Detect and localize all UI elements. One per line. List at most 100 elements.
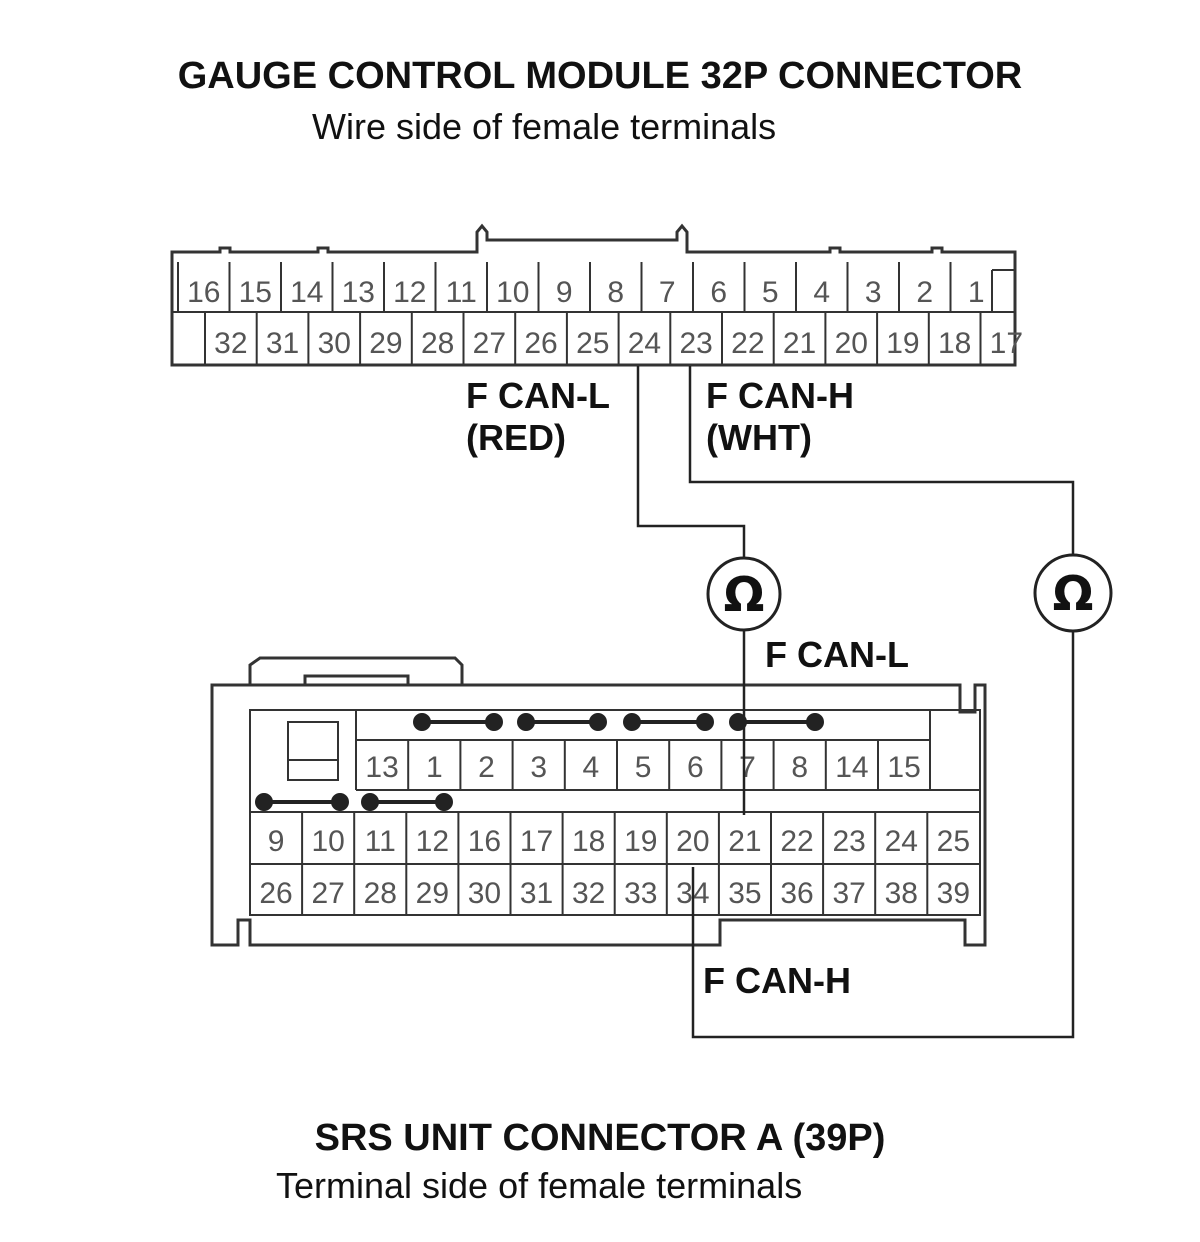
can-l-color-label: (RED) xyxy=(466,417,566,458)
bottom-row3-pin-29: 29 xyxy=(416,877,449,910)
bottom-row1-dividers xyxy=(407,740,879,790)
bottom-row1-pin-13: 13 xyxy=(365,751,398,784)
top-row1-pin-10: 10 xyxy=(496,276,529,309)
top-row1-pin-11: 11 xyxy=(446,276,477,309)
top-row2-pin-28: 28 xyxy=(421,327,454,360)
bottom-row3-dividers xyxy=(301,864,929,915)
top-row1-pin-9: 9 xyxy=(556,276,573,309)
bottom-row2-dividers xyxy=(301,812,929,864)
can-l-top-label: F CAN-L xyxy=(466,375,610,416)
bottom-row2-pin-17: 17 xyxy=(520,825,553,858)
bottom-row2-pin-20: 20 xyxy=(676,825,709,858)
top-row1-pin-5: 5 xyxy=(762,276,779,309)
bottom-row1-pin-3: 3 xyxy=(530,751,547,784)
top-row2-pin-24: 24 xyxy=(628,327,661,360)
top-row2-pin-29: 29 xyxy=(369,327,402,360)
top-row2-pin-26: 26 xyxy=(524,327,557,360)
bottom-row2-pin-23: 23 xyxy=(832,825,865,858)
top-row2-pin-32: 32 xyxy=(214,327,247,360)
bottom-connector-latch-inner xyxy=(303,674,410,685)
bottom-connector-subtitle: Terminal side of female terminals xyxy=(276,1165,803,1206)
bottom-row3-pin-32: 32 xyxy=(572,877,605,910)
bottom-row2-pin-22: 22 xyxy=(780,825,813,858)
bottom-row2-pin-12: 12 xyxy=(416,825,449,858)
can-l-bottom-label: F CAN-L xyxy=(765,634,909,675)
top-row1-pin-12: 12 xyxy=(393,276,426,309)
can-h-test-lead xyxy=(688,366,1075,555)
top-connector-subtitle: Wire side of female terminals xyxy=(312,106,777,147)
top-row2-pin-22: 22 xyxy=(731,327,764,360)
bottom-row2-pin-16: 16 xyxy=(468,825,501,858)
top-row2-pin-19: 19 xyxy=(886,327,919,360)
bottom-row3-pin-35: 35 xyxy=(728,877,761,910)
ohmmeter-can-h: Ω xyxy=(1033,553,1113,633)
bottom-row1-pin-7: 7 xyxy=(739,751,756,784)
top-row1-pin-13: 13 xyxy=(342,276,375,309)
top-row1-pin-2: 2 xyxy=(916,276,933,309)
bottom-row3-pin-38: 38 xyxy=(885,877,918,910)
top-row2-pin-18: 18 xyxy=(938,327,971,360)
shorting-bars xyxy=(255,713,824,811)
bottom-row3-pin-39: 39 xyxy=(937,877,970,910)
bottom-row1-pin-8: 8 xyxy=(791,751,808,784)
top-row2-pin-21: 21 xyxy=(783,327,816,360)
top-connector-grid xyxy=(172,269,1015,365)
bottom-row3-pin-28: 28 xyxy=(364,877,397,910)
bottom-row2-pin-24: 24 xyxy=(885,825,918,858)
bottom-row3-pin-31: 31 xyxy=(520,877,553,910)
bottom-row2-pin-18: 18 xyxy=(572,825,605,858)
top-row1-pin-7: 7 xyxy=(659,276,676,309)
can-h-probe-lead xyxy=(691,631,1075,1039)
top-row1-pin-15: 15 xyxy=(239,276,272,309)
top-row2-pin-20: 20 xyxy=(835,327,868,360)
can-l-test-lead xyxy=(636,366,746,558)
top-row2-pin-25: 25 xyxy=(576,327,609,360)
bottom-row1-pin-14: 14 xyxy=(835,751,868,784)
bottom-row3-pin-36: 36 xyxy=(780,877,813,910)
top-row2-pin-31: 31 xyxy=(266,327,299,360)
bottom-row2-pin-19: 19 xyxy=(624,825,657,858)
test-leads xyxy=(636,366,1075,1039)
can-h-bottom-label: F CAN-H xyxy=(703,960,851,1001)
top-row2-dividers xyxy=(255,312,982,365)
bottom-row2-pin-10: 10 xyxy=(311,825,344,858)
top-row1-pin-14: 14 xyxy=(290,276,323,309)
ohmmeter-can-l: Ω xyxy=(706,556,782,632)
bottom-row2-pin-11: 11 xyxy=(365,825,396,858)
bottom-row1-pin-5: 5 xyxy=(635,751,652,784)
bottom-row3-pin-37: 37 xyxy=(832,877,865,910)
bottom-row1-pin-2: 2 xyxy=(478,751,495,784)
can-h-color-label: (WHT) xyxy=(706,417,812,458)
bottom-row1-pin-4: 4 xyxy=(583,751,600,784)
bottom-row1-pin-6: 6 xyxy=(687,751,704,784)
top-connector-body xyxy=(170,223,1017,367)
top-row2-pin-17: 17 xyxy=(990,327,1023,360)
bottom-row2-pin-21: 21 xyxy=(728,825,761,858)
can-h-top-label: F CAN-H xyxy=(706,375,854,416)
ohm-symbol: Ω xyxy=(724,567,765,623)
top-row1-pin-3: 3 xyxy=(865,276,882,309)
top-row1-pin-6: 6 xyxy=(710,276,727,309)
top-row1-pin-8: 8 xyxy=(607,276,624,309)
bottom-row3-pin-27: 27 xyxy=(311,877,344,910)
bottom-connector-latch xyxy=(248,656,464,685)
bottom-connector-title: SRS UNIT CONNECTOR A (39P) xyxy=(314,1117,886,1159)
top-row1-pin-16: 16 xyxy=(187,276,220,309)
top-row1-pin-4: 4 xyxy=(813,276,830,309)
bottom-connector-outline xyxy=(210,683,987,947)
bottom-row3-pin-33: 33 xyxy=(624,877,657,910)
bottom-row1-pin-15: 15 xyxy=(887,751,920,784)
top-row1-dividers xyxy=(177,262,952,312)
bottom-row2-pin-9: 9 xyxy=(268,825,285,858)
ohm-symbol: Ω xyxy=(1053,566,1094,622)
bottom-row3-pin-30: 30 xyxy=(468,877,501,910)
bottom-row2-pin-25: 25 xyxy=(937,825,970,858)
top-row2-pin-27: 27 xyxy=(473,327,506,360)
top-row2-pin-23: 23 xyxy=(679,327,712,360)
top-connector-title: GAUGE CONTROL MODULE 32P CONNECTOR xyxy=(177,55,1023,97)
bottom-row1-pin-1: 1 xyxy=(426,751,443,784)
top-row2-pin-30: 30 xyxy=(318,327,351,360)
bottom-row3-pin-26: 26 xyxy=(259,877,292,910)
